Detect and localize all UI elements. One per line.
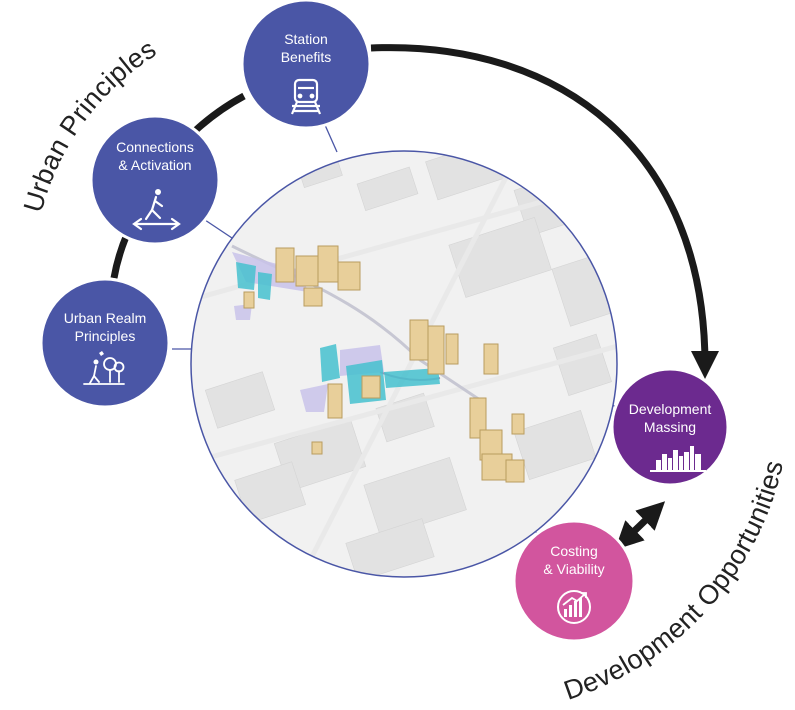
development-massing-line2: Massing	[644, 419, 696, 435]
connections-line2: & Activation	[118, 157, 191, 173]
station-benefits-line1: Station	[284, 31, 328, 47]
station-benefits-line2: Benefits	[281, 49, 332, 65]
costing-line2: & Viability	[543, 561, 604, 577]
urban-arc-upper	[193, 92, 246, 133]
costing-line1: Costing	[550, 543, 597, 559]
people-trees-icon	[83, 351, 125, 385]
node-connections-activation[interactable]: Connections & Activation	[89, 114, 221, 246]
urban-realm-line2: Principles	[75, 328, 136, 344]
urban-arc-lower	[110, 230, 132, 279]
station-to-massing-arrow	[370, 44, 719, 379]
pedestrian-crossing-icon	[132, 189, 181, 231]
massing-costing-double-arrow	[614, 501, 666, 550]
development-massing-line1: Development	[629, 401, 712, 417]
aerial-massing-map	[190, 150, 618, 578]
node-station-benefits[interactable]: Station Benefits	[240, 0, 372, 130]
connections-line1: Connections	[116, 139, 194, 155]
growth-chart-icon	[557, 590, 591, 624]
urban-realm-line1: Urban Realm	[64, 310, 146, 326]
skyline-icon	[650, 446, 706, 472]
train-icon	[290, 78, 322, 115]
node-development-massing[interactable]: Development Massing	[610, 367, 730, 487]
node-costing-viability[interactable]: Costing & Viability	[512, 519, 636, 643]
node-urban-realm[interactable]: Urban Realm Principles	[39, 277, 171, 409]
